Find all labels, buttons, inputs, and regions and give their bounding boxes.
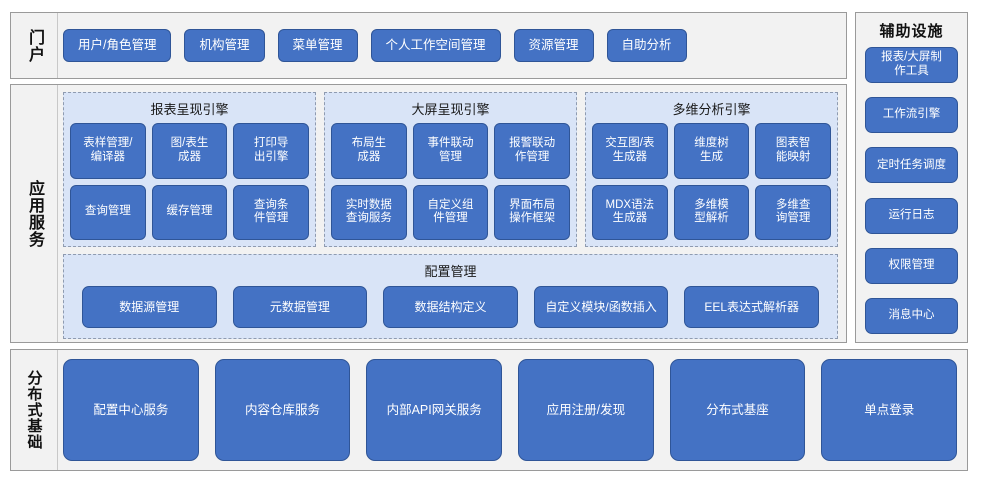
engine-multidim-grid: 交互图/表 生成器 维度树 生成 图表智 能映射 MDX语法 生成器 多维模 型… [592, 123, 831, 240]
portal-item-workspace[interactable]: 个人工作空间管理 [370, 29, 501, 62]
engine-report-item-query-management[interactable]: 查询管理 [70, 184, 146, 240]
config-item-datasource-management[interactable]: 数据源管理 [82, 286, 217, 328]
distributed-foundation-section: 分布式基础 配置中心服务 内容仓库服务 内部API网关服务 应用注册/发现 分布… [10, 349, 968, 471]
engine-bigscreen: 大屏呈现引擎 布局生 成器 事件联动 管理 报警联动 作管理 实时数据 查询服务… [324, 92, 577, 247]
config-management-title: 配置管理 [424, 264, 477, 279]
auxiliary-facilities-title: 辅助设施 [879, 23, 944, 40]
engines-row: 报表呈现引擎 表样管理/ 编译器 图/表生 成器 打印导 出引擎 查询管理 缓存… [63, 92, 838, 247]
config-item-eel-expression-parser[interactable]: EEL表达式解析器 [684, 286, 819, 328]
engine-bigscreen-item-realtime-data-query-service[interactable]: 实时数据 查询服务 [331, 184, 407, 240]
application-services-section-label: 应用服务 [11, 85, 58, 342]
auxiliary-item-message-center[interactable]: 消息中心 [865, 297, 958, 334]
distributed-foundation-section-label: 分布式基础 [11, 350, 58, 470]
config-item-metadata-management[interactable]: 元数据管理 [232, 286, 368, 328]
portal-item-user-role[interactable]: 用户/角色管理 [63, 29, 172, 62]
portal-item-menu[interactable]: 菜单管理 [277, 29, 358, 62]
distributed-item-app-registry-discovery[interactable]: 应用注册/发现 [518, 359, 654, 461]
engine-multidim-item-mdx-syntax-generator[interactable]: MDX语法 生成器 [592, 184, 668, 240]
engine-bigscreen-item-custom-component-management[interactable]: 自定义组 件管理 [412, 184, 489, 240]
engine-bigscreen-item-alarm-action-management[interactable]: 报警联动 作管理 [494, 123, 570, 179]
engine-bigscreen-item-layout-generator[interactable]: 布局生 成器 [331, 123, 407, 179]
engine-report-title: 报表呈现引擎 [150, 102, 229, 117]
engine-multidim-item-interactive-chart-generator[interactable]: 交互图/表 生成器 [592, 123, 668, 179]
application-services-section: 应用服务 报表呈现引擎 表样管理/ 编译器 图/表生 成器 打印导 出引擎 查询… [10, 84, 847, 343]
engine-bigscreen-item-event-linkage-management[interactable]: 事件联动 管理 [412, 123, 489, 179]
engine-multidim-item-chart-smart-mapping[interactable]: 图表智 能映射 [755, 123, 831, 179]
auxiliary-item-scheduled-task-scheduling[interactable]: 定时任务调度 [865, 147, 958, 184]
auxiliary-facilities-list: 报表/大屏制 作工具 工作流引擎 定时任务调度 运行日志 权限管理 消息中心 [865, 47, 958, 334]
engine-multidim-item-multidim-query-management[interactable]: 多维查 询管理 [755, 184, 831, 240]
distributed-item-single-sign-on[interactable]: 单点登录 [821, 359, 958, 461]
engine-multidim-title: 多维分析引擎 [672, 102, 751, 117]
engine-report-item-query-condition-management[interactable]: 查询条 件管理 [233, 184, 309, 240]
engine-bigscreen-title: 大屏呈现引擎 [411, 102, 490, 117]
portal-section-label: 门户 [11, 13, 58, 78]
auxiliary-facilities-section: 辅助设施 报表/大屏制 作工具 工作流引擎 定时任务调度 运行日志 权限管理 消… [855, 12, 968, 343]
engine-bigscreen-item-ui-layout-framework[interactable]: 界面布局 操作框架 [494, 184, 570, 240]
engine-multidim-item-multidim-model-parsing[interactable]: 多维模 型解析 [673, 184, 750, 240]
config-management-row: 数据源管理 元数据管理 数据结构定义 自定义模块/函数插入 EEL表达式解析器 [72, 286, 829, 330]
auxiliary-item-permission-management[interactable]: 权限管理 [865, 247, 958, 284]
engine-bigscreen-grid: 布局生 成器 事件联动 管理 报警联动 作管理 实时数据 查询服务 自定义组 件… [331, 123, 570, 240]
application-services-body: 报表呈现引擎 表样管理/ 编译器 图/表生 成器 打印导 出引擎 查询管理 缓存… [63, 92, 838, 339]
engine-report-item-cache-management[interactable]: 缓存管理 [151, 184, 228, 240]
distributed-item-internal-api-gateway-service[interactable]: 内部API网关服务 [366, 359, 503, 461]
config-item-data-structure-definition[interactable]: 数据结构定义 [383, 286, 518, 328]
engine-report: 报表呈现引擎 表样管理/ 编译器 图/表生 成器 打印导 出引擎 查询管理 缓存… [63, 92, 316, 247]
engine-multidim-item-dimension-tree-generation[interactable]: 维度树 生成 [673, 123, 750, 179]
config-item-custom-module-function-insert[interactable]: 自定义模块/函数插入 [533, 286, 669, 328]
portal-section: 门户 用户/角色管理 机构管理 菜单管理 个人工作空间管理 资源管理 自助分析 [10, 12, 847, 79]
engine-report-item-chart-generator[interactable]: 图/表生 成器 [151, 123, 228, 179]
engine-report-item-template-compiler[interactable]: 表样管理/ 编译器 [70, 123, 146, 179]
portal-item-self-service-analysis[interactable]: 自助分析 [606, 29, 687, 62]
auxiliary-item-runtime-log[interactable]: 运行日志 [865, 197, 958, 234]
distributed-foundation-row: 配置中心服务 内容仓库服务 内部API网关服务 应用注册/发现 分布式基座 单点… [63, 359, 958, 461]
portal-item-resource[interactable]: 资源管理 [513, 29, 594, 62]
distributed-item-distributed-base[interactable]: 分布式基座 [669, 359, 806, 461]
distributed-item-content-repository-service[interactable]: 内容仓库服务 [214, 359, 351, 461]
config-management-group: 配置管理 数据源管理 元数据管理 数据结构定义 自定义模块/函数插入 EEL表达… [63, 254, 838, 339]
auxiliary-item-report-bigscreen-authoring-tool[interactable]: 报表/大屏制 作工具 [865, 47, 958, 83]
engine-report-grid: 表样管理/ 编译器 图/表生 成器 打印导 出引擎 查询管理 缓存管理 查询条 … [70, 123, 309, 240]
portal-button-row: 用户/角色管理 机构管理 菜单管理 个人工作空间管理 资源管理 自助分析 [63, 13, 838, 78]
engine-multidim: 多维分析引擎 交互图/表 生成器 维度树 生成 图表智 能映射 MDX语法 生成… [585, 92, 838, 247]
engine-report-item-print-export-engine[interactable]: 打印导 出引擎 [233, 123, 309, 179]
portal-item-org[interactable]: 机构管理 [184, 29, 265, 62]
auxiliary-item-workflow-engine[interactable]: 工作流引擎 [865, 97, 958, 134]
distributed-item-config-center-service[interactable]: 配置中心服务 [63, 359, 199, 461]
